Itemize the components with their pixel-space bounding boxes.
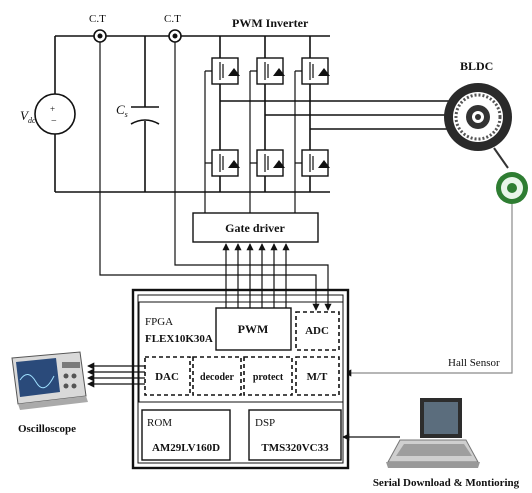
fpga-section (138, 301, 344, 403)
inverter-bridge (205, 36, 458, 192)
oscilloscope-label: Oscilloscope (18, 423, 76, 435)
dc-bus (54, 35, 330, 193)
gate-driver-box (192, 212, 319, 243)
serial-download-label: Serial Download & Montioring (373, 477, 520, 489)
svg-text:−: − (51, 116, 57, 127)
igbt-switch (256, 149, 285, 177)
hall-sensor-label: Hall Sensor (448, 357, 500, 369)
dsp-block (248, 409, 342, 461)
igbt-switch (211, 57, 240, 85)
igbt-switch (301, 57, 330, 85)
fpga-label: FPGA (145, 316, 173, 328)
hall-sensor-wire (344, 204, 513, 377)
oscilloscope-icon (11, 351, 88, 410)
protect-label: protect (253, 372, 284, 383)
pwm-label: PWM (238, 322, 269, 336)
bldc-motor (444, 83, 512, 151)
adc-label: ADC (305, 325, 329, 337)
ct-right-label: C.T (164, 13, 181, 25)
igbt-switch (211, 149, 240, 177)
pwm-signal-lines (222, 243, 290, 308)
svg-text:+: + (50, 104, 55, 114)
fpga-part-label: FLEX10K30A (145, 333, 213, 345)
dsp-part-label: TMS320VC33 (261, 442, 329, 454)
igbt-switch (301, 149, 330, 177)
adc-block (295, 311, 340, 351)
dsp-label: DSP (255, 417, 275, 429)
current-transformer-right (168, 29, 182, 43)
vdc-label: Vdc (20, 108, 36, 125)
gate-lines-up (204, 71, 296, 213)
protect-block (243, 356, 293, 396)
hall-sensor (493, 147, 528, 204)
rom-part-label: AM29LV160D (152, 442, 220, 454)
mt-block (295, 356, 340, 396)
decoder-block (192, 356, 242, 396)
rom-block (141, 409, 231, 461)
dc-link-capacitor (130, 106, 160, 125)
bldc-label: BLDC (460, 59, 493, 73)
mt-label: M/T (307, 371, 328, 383)
ct-left-label: C.T (89, 13, 106, 25)
rom-label: ROM (147, 417, 172, 429)
ct-feedback-right (174, 42, 332, 311)
pwm-inverter-label: PWM Inverter (232, 16, 309, 30)
gate-driver-label: Gate driver (225, 221, 285, 235)
igbt-switch (256, 57, 285, 85)
dac-label: DAC (155, 371, 179, 383)
dac-output-lines (87, 362, 145, 388)
current-transformer-left (93, 29, 107, 43)
decoder-label: decoder (200, 372, 234, 383)
laptop-icon (386, 398, 480, 468)
pwm-block (215, 307, 292, 351)
cs-label: Cs (116, 102, 128, 119)
dc-voltage-source: + − (34, 93, 76, 135)
dac-block (144, 356, 191, 396)
ct-feedback-left (99, 42, 320, 311)
